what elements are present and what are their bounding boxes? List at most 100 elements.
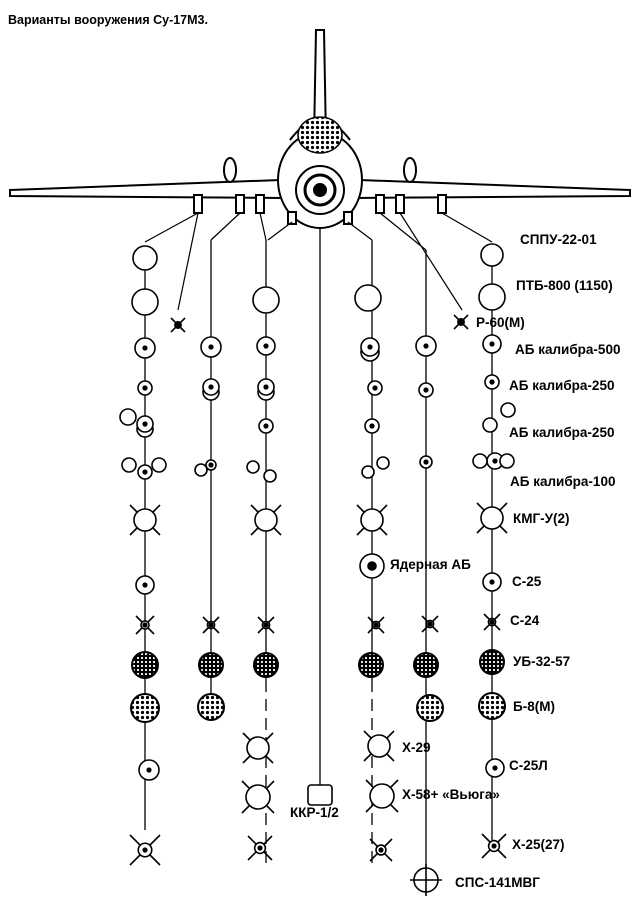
label-s25: С-25 (512, 574, 542, 589)
fin (363, 730, 372, 739)
bomb (263, 469, 277, 483)
missile-center (142, 622, 148, 628)
label-kkr: ККР-1/2 (290, 805, 339, 820)
pylon (375, 194, 385, 214)
pylon (343, 211, 353, 225)
fin (356, 504, 365, 513)
store-body (367, 734, 391, 758)
bomb (472, 453, 488, 469)
bomb-center (208, 462, 214, 468)
bomb (246, 460, 260, 474)
fin (129, 527, 138, 536)
bomb-center (423, 343, 429, 349)
fin (241, 780, 250, 789)
fin (250, 504, 259, 513)
fin (386, 730, 395, 739)
rocket-pod (130, 693, 160, 723)
fin (266, 805, 275, 814)
fin (390, 779, 399, 788)
missile-center (257, 845, 263, 851)
fin (273, 504, 282, 513)
missile-center (263, 622, 269, 628)
bomb-center (489, 379, 495, 385)
bomb (376, 456, 390, 470)
pylon (193, 194, 203, 214)
store-body (133, 508, 157, 532)
bomb-center (489, 579, 495, 585)
label-ab100: АБ калибра-100 (510, 474, 615, 489)
fin (365, 804, 374, 813)
bomb-center (208, 384, 214, 390)
fin (379, 527, 388, 536)
figure-title: Варианты вооружения Су-17М3. (8, 13, 208, 27)
pylon (395, 194, 405, 214)
fin (242, 732, 251, 741)
fin (265, 732, 274, 741)
bomb (499, 453, 515, 469)
rocket-pod (198, 652, 224, 678)
bomb (194, 463, 208, 477)
fin (250, 527, 259, 536)
fin (265, 755, 274, 764)
bomb (500, 402, 516, 418)
label-ub32: УБ-32-57 (513, 654, 570, 669)
label-sppu: СППУ-22-01 (520, 232, 597, 247)
label-nuclear: Ядерная АБ (390, 557, 471, 572)
bomb-center (142, 385, 148, 391)
fuel-tank (132, 245, 158, 271)
label-kmg: КМГ-У(2) (513, 511, 570, 526)
label-ab250a: АБ калибра-250 (509, 378, 614, 393)
fuel-tank (131, 288, 159, 316)
missile-center (378, 847, 384, 853)
missile-center (373, 622, 379, 628)
pylon (255, 194, 265, 214)
bomb-center (492, 765, 498, 771)
pylon (235, 194, 245, 214)
missile-center (427, 621, 433, 627)
fin (241, 805, 250, 814)
fin (476, 525, 485, 534)
bomb-center (369, 423, 375, 429)
label-ab250b: АБ калибра-250 (509, 425, 614, 440)
bomb-center (263, 384, 269, 390)
label-sps: СПС-141МВГ (455, 875, 540, 890)
rocket-pod (197, 693, 225, 721)
store-labels: СППУ-22-01 ПТБ-800 (1150) Р-60(М) АБ кал… (290, 232, 620, 890)
fin (499, 525, 508, 534)
missile-center (208, 622, 214, 628)
bomb-center (208, 344, 214, 350)
fin (356, 527, 365, 536)
label-ptb: ПТБ-800 (1150) (516, 278, 613, 293)
bomb-center (142, 582, 148, 588)
bomb-center (423, 387, 429, 393)
bomb-center (367, 344, 373, 350)
store-body (480, 506, 504, 530)
pylon (287, 211, 297, 225)
store-body (360, 508, 384, 532)
store-body (369, 783, 395, 809)
bomb-center (492, 458, 498, 464)
kkr-pod (307, 784, 333, 806)
label-x29: Х-29 (402, 740, 431, 755)
bomb-center (263, 343, 269, 349)
bomb-center (142, 421, 148, 427)
bomb-center (489, 341, 495, 347)
station-connectors (144, 212, 493, 311)
bomb-center (146, 767, 152, 773)
bomb-center (142, 469, 148, 475)
fin (273, 527, 282, 536)
store-body (254, 508, 278, 532)
fin (363, 753, 372, 762)
label-s25l: С-25Л (509, 758, 548, 773)
missile-center (142, 847, 148, 853)
rocket-pod (478, 692, 506, 720)
fin (152, 504, 161, 513)
rocket-pod (479, 649, 505, 675)
fin (365, 779, 374, 788)
missile-center (489, 619, 495, 625)
bomb (361, 465, 375, 479)
label-ab500: АБ калибра-500 (515, 342, 620, 357)
label-x25: Х-25(27) (512, 837, 565, 852)
bomb (119, 408, 137, 426)
